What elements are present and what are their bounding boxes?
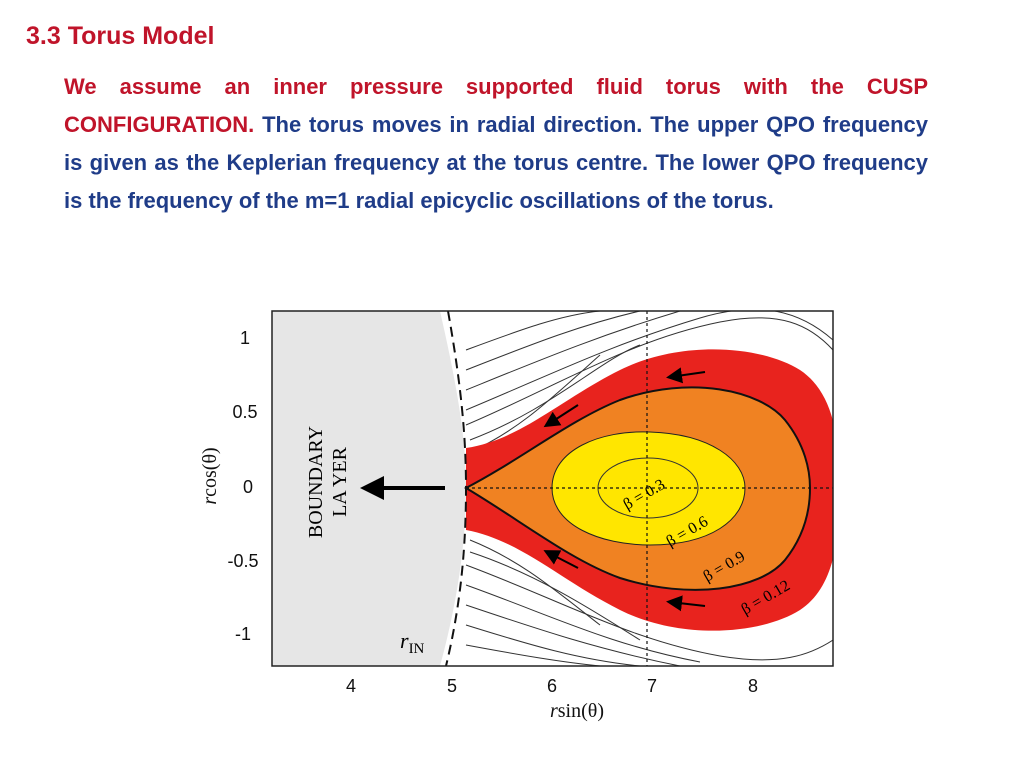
boundary-layer-label: BOUNDARY LA YER (305, 426, 351, 538)
paragraph-emphasis: We assume an inner pressure supported fl… (64, 74, 928, 137)
y-tick-label: -0.5 (227, 551, 258, 571)
flow-arrows (543, 367, 706, 612)
boundary-arrow (360, 476, 445, 500)
y-axis-title: rcos(θ) (199, 447, 221, 504)
plot-area: β = 0.3 β = 0.6 β = 0.9 β = 0.12 rIN (272, 311, 833, 666)
x-axis: 4 5 6 7 8 (346, 676, 758, 696)
flow-arrow-bottom-right (666, 595, 706, 612)
flow-arrow-top-left (543, 404, 579, 428)
x-axis-title: rsin(θ) (550, 700, 604, 722)
boundary-label-line2: LA YER (329, 446, 351, 516)
y-tick-label: 1 (240, 328, 250, 348)
x-tick-label: 5 (447, 676, 457, 696)
y-tick-label: 0 (243, 477, 253, 497)
x-tick-label: 6 (547, 676, 557, 696)
slide-paragraph: We assume an inner pressure supported fl… (64, 68, 928, 220)
x-tick-label: 7 (647, 676, 657, 696)
x-tick-label: 4 (346, 676, 356, 696)
paragraph-body: The torus moves in radial direction. The… (64, 112, 928, 213)
y-tick-label: 0.5 (232, 402, 257, 422)
y-axis: 1 0.5 0 -0.5 -1 (227, 328, 258, 644)
y-tick-label: -1 (235, 624, 251, 644)
plot-frame (271, 310, 834, 667)
boundary-label-line1: BOUNDARY (305, 426, 327, 538)
flow-arrow-top-right (666, 367, 706, 384)
r-in-label: rIN (400, 628, 425, 657)
x-tick-label: 8 (748, 676, 758, 696)
slide-title: 3.3 Torus Model (26, 22, 215, 50)
field-lines-lower (465, 539, 833, 666)
flow-arrow-bottom-left (543, 550, 579, 569)
